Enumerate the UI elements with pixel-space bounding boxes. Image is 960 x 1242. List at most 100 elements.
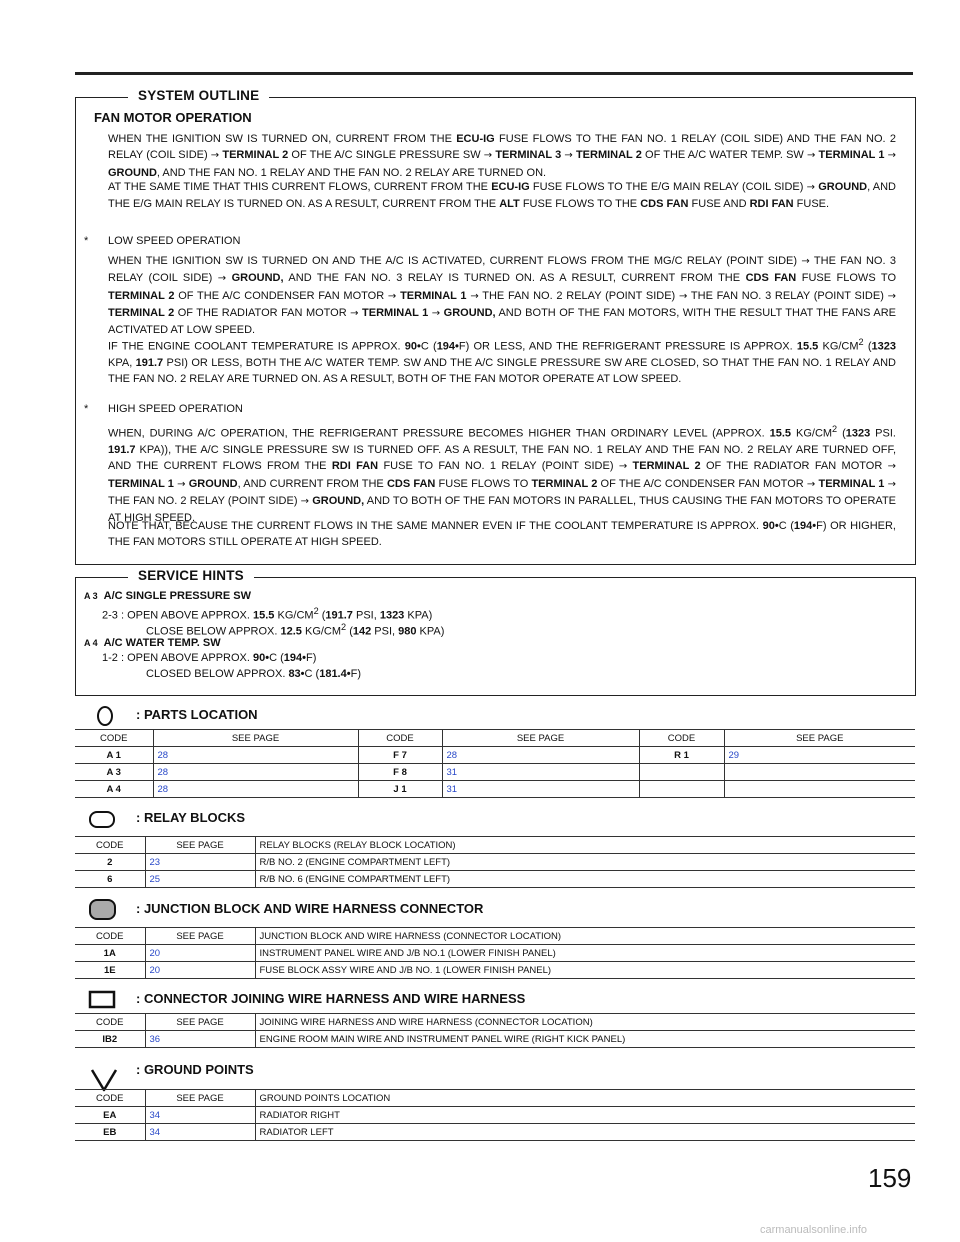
top-rule — [75, 72, 913, 75]
parts-header-cell: CODE — [75, 729, 153, 747]
relay-code-cell: 2 — [75, 853, 145, 871]
joining-location-cell: ENGINE ROOM MAIN WIRE AND INSTRUMENT PAN… — [254, 1030, 915, 1048]
part-code-cell — [638, 763, 724, 781]
hint-a3-code: A 3 — [84, 591, 98, 601]
part-code-cell: F 8 — [357, 763, 442, 781]
relay-header-cell: RELAY BLOCKS (RELAY BLOCK LOCATION) — [254, 836, 915, 854]
service-hints-title: SERVICE HINTS — [128, 568, 254, 583]
relay-header-cell: CODE — [75, 836, 145, 854]
low-speed-label: LOW SPEED OPERATION — [108, 235, 241, 247]
junction-header-cell: JUNCTION BLOCK AND WIRE HARNESS (CONNECT… — [254, 927, 915, 945]
paragraph-5: WHEN, DURING A/C OPERATION, THE REFRIGER… — [108, 424, 896, 525]
ground-points-title: : GROUND POINTS — [136, 1062, 254, 1077]
see-page-link[interactable]: 28 — [441, 746, 639, 764]
paragraph-4: IF THE ENGINE COOLANT TEMPERATURE IS APP… — [108, 337, 896, 386]
joining-code-cell: IB2 — [75, 1030, 145, 1048]
see-page-link[interactable]: 28 — [152, 780, 358, 798]
ground-code-cell: EB — [75, 1123, 145, 1141]
ground-location-cell: RADIATOR RIGHT — [254, 1106, 915, 1124]
see-page-link[interactable]: 31 — [441, 780, 639, 798]
paragraph-2: AT THE SAME TIME THAT THIS CURRENT FLOWS… — [108, 181, 896, 211]
see-page-link — [723, 763, 915, 781]
relay-blocks-title: : RELAY BLOCKS — [136, 810, 246, 825]
paragraph-1: WHEN THE IGNITION SW IS TURNED ON, CURRE… — [108, 133, 897, 179]
parts-header-cell: SEE PAGE — [723, 729, 915, 747]
junction-code-cell: 1E — [75, 961, 145, 979]
parts-header-cell: CODE — [357, 729, 442, 747]
see-page-link[interactable]: 20 — [144, 944, 255, 962]
ground-header-cell: CODE — [75, 1089, 145, 1107]
hint-a4-line1: 1-2 : OPEN ABOVE APPROX. 90•C (194•F) — [102, 652, 317, 664]
ground-location-cell: RADIATOR LEFT — [254, 1123, 915, 1141]
see-page-link[interactable]: 25 — [144, 870, 255, 888]
relay-header-cell: SEE PAGE — [144, 836, 255, 854]
hint-a4-code: A 4 — [84, 638, 98, 648]
hint-a4-name: A/C WATER TEMP. SW — [103, 637, 221, 649]
joining-header-cell: CODE — [75, 1013, 145, 1031]
see-page-link[interactable]: 34 — [144, 1123, 255, 1141]
parts-header-cell: SEE PAGE — [441, 729, 639, 747]
hint-a3-line1: 2-3 : OPEN ABOVE APPROX. 15.5 KG/CM2 (19… — [102, 606, 433, 622]
hint-a4-header: A 4 A/C WATER TEMP. SW — [84, 636, 221, 650]
junction-location-cell: FUSE BLOCK ASSY WIRE AND J/B NO. 1 (LOWE… — [254, 961, 915, 979]
ground-code-cell: EA — [75, 1106, 145, 1124]
system-outline-title: SYSTEM OUTLINE — [128, 88, 270, 103]
bullet-asterisk: * — [84, 403, 89, 415]
see-page-link[interactable]: 29 — [723, 746, 915, 764]
parts-location-circle-icon — [97, 706, 113, 726]
junction-header-cell: CODE — [75, 927, 145, 945]
parts-header-cell: CODE — [638, 729, 724, 747]
junction-block-icon — [89, 899, 116, 920]
junction-block-title: : JUNCTION BLOCK AND WIRE HARNESS CONNEC… — [136, 901, 484, 916]
see-page-link[interactable]: 20 — [144, 961, 255, 979]
ground-header-cell: GROUND POINTS LOCATION — [254, 1089, 915, 1107]
relay-block-icon — [89, 811, 115, 828]
see-page-link[interactable]: 36 — [144, 1030, 255, 1048]
paragraph-6: NOTE THAT, BECAUSE THE CURRENT FLOWS IN … — [108, 520, 896, 549]
relay-location-cell: R/B NO. 6 (ENGINE COMPARTMENT LEFT) — [254, 870, 915, 888]
watermark: carmanualsonline.info — [760, 1224, 868, 1236]
bullet-asterisk: * — [84, 235, 89, 247]
junction-location-cell: INSTRUMENT PANEL WIRE AND J/B NO.1 (LOWE… — [254, 944, 915, 962]
part-code-cell: A 1 — [75, 746, 153, 764]
paragraph-3: WHEN THE IGNITION SW IS TURNED ON AND TH… — [108, 255, 897, 337]
hint-a4-line2: CLOSED BELOW APPROX. 83•C (181.4•F) — [146, 668, 361, 680]
see-page-link[interactable]: 31 — [441, 763, 639, 781]
part-code-cell: A 3 — [75, 763, 153, 781]
ground-header-cell: SEE PAGE — [144, 1089, 255, 1107]
see-page-link[interactable]: 23 — [144, 853, 255, 871]
high-speed-label: HIGH SPEED OPERATION — [108, 403, 243, 415]
relay-location-cell: R/B NO. 2 (ENGINE COMPARTMENT LEFT) — [254, 853, 915, 871]
part-code-cell: J 1 — [357, 780, 442, 798]
hint-a3-line2: CLOSE BELOW APPROX. 12.5 KG/CM2 (142 PSI… — [146, 622, 445, 638]
joining-connector-title: : CONNECTOR JOINING WIRE HARNESS AND WIR… — [136, 991, 526, 1006]
part-code-cell: R 1 — [638, 746, 724, 764]
system-outline-box: SYSTEM OUTLINE FAN MOTOR OPERATION WHEN … — [75, 88, 916, 565]
see-page-link — [723, 780, 915, 798]
see-page-link[interactable]: 34 — [144, 1106, 255, 1124]
part-code-cell: A 4 — [75, 780, 153, 798]
parts-location-title: : PARTS LOCATION — [136, 707, 258, 722]
see-page-link[interactable]: 28 — [152, 746, 358, 764]
joining-header-cell: SEE PAGE — [144, 1013, 255, 1031]
see-page-link[interactable]: 28 — [152, 763, 358, 781]
